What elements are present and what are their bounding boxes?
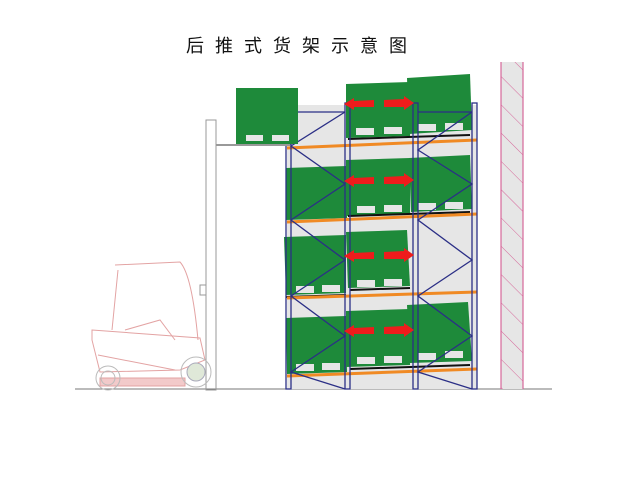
rack-beams (286, 138, 478, 378)
pallets-level-2 (286, 155, 472, 220)
diagram-title: 后推式货架示意图 (186, 36, 418, 57)
pallets-level-4 (286, 302, 472, 374)
rack-frame (285, 102, 478, 390)
forklift (91, 119, 290, 391)
pallets-level-1 (346, 74, 472, 140)
wall (500, 62, 524, 389)
forklift-pallet (236, 88, 298, 144)
